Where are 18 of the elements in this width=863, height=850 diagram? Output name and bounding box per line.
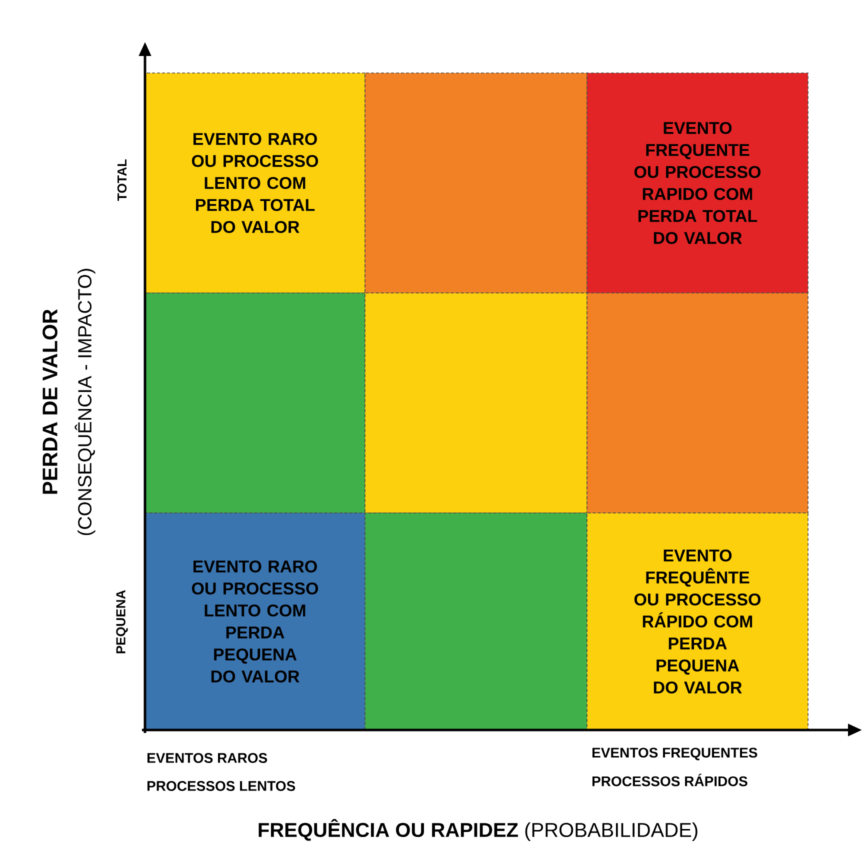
matrix-cell: EVENTO FREQUÊNTE OU PROCESSO RÁPIDO COM PERDA PEQUENA DO VALOR <box>586 512 808 730</box>
axis-title: PERDA DE VALOR <box>42 309 58 494</box>
matrix-cell <box>364 72 588 294</box>
matrix-cell <box>364 512 588 730</box>
axis-title: FREQUÊNCIA OU RAPIDEZ (PROBABILIDADE) <box>258 818 698 842</box>
axis-tick-label: EVENTOS RAROS <box>147 753 268 763</box>
matrix-cell <box>586 292 808 514</box>
matrix-cell <box>144 292 366 514</box>
matrix-cell <box>364 292 588 514</box>
matrix-cell: EVENTO FREQUENTE OU PROCESSO RAPIDO COM PERDA TOTAL DO VALOR <box>586 72 808 294</box>
axis-tick-label: PROCESSOS RÁPIDOS <box>592 774 748 786</box>
axis-title: (CONSEQUÊNCIA - IMPACTO) <box>74 268 96 536</box>
axis-tick-label: EVENTOS FREQUENTES <box>592 748 758 760</box>
axis-tick-label: PROCESSOS LENTOS <box>147 781 296 791</box>
matrix-cell: EVENTO RARO OU PROCESSO LENTO COM PERDA PEQUENA DO VALOR <box>144 512 366 730</box>
axis-tick-label: TOTAL <box>117 159 127 201</box>
axis-tick-label: PEQUENA <box>116 590 128 654</box>
matrix-cell: EVENTO RARO OU PROCESSO LENTO COM PERDA TOTAL DO VALOR <box>144 72 366 294</box>
